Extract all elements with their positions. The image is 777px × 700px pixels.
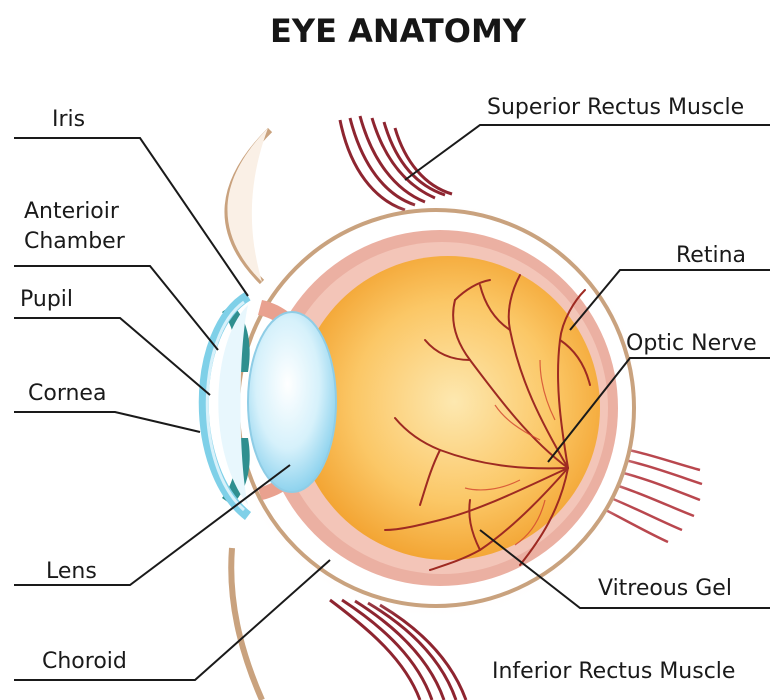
label-cornea: Cornea xyxy=(28,381,106,406)
label-vitreous-gel: Vitreous Gel xyxy=(598,576,732,601)
label-choroid: Choroid xyxy=(42,649,127,674)
label-inferior-rectus: Inferior Rectus Muscle xyxy=(492,659,735,684)
label-anterior-chamber-2: Chamber xyxy=(24,229,126,254)
label-retina: Retina xyxy=(676,243,746,268)
superior-rectus-muscle xyxy=(340,116,452,210)
label-anterior-chamber-1: Anterioir xyxy=(24,199,120,224)
label-pupil: Pupil xyxy=(20,287,73,312)
vitreous-gel xyxy=(296,256,600,560)
label-superior-rectus: Superior Rectus Muscle xyxy=(487,95,744,120)
label-lens: Lens xyxy=(46,559,97,584)
label-iris: Iris xyxy=(52,107,85,132)
lens xyxy=(248,312,336,492)
diagram-title: EYE ANATOMY xyxy=(270,12,527,50)
label-optic-nerve: Optic Nerve xyxy=(626,331,757,356)
